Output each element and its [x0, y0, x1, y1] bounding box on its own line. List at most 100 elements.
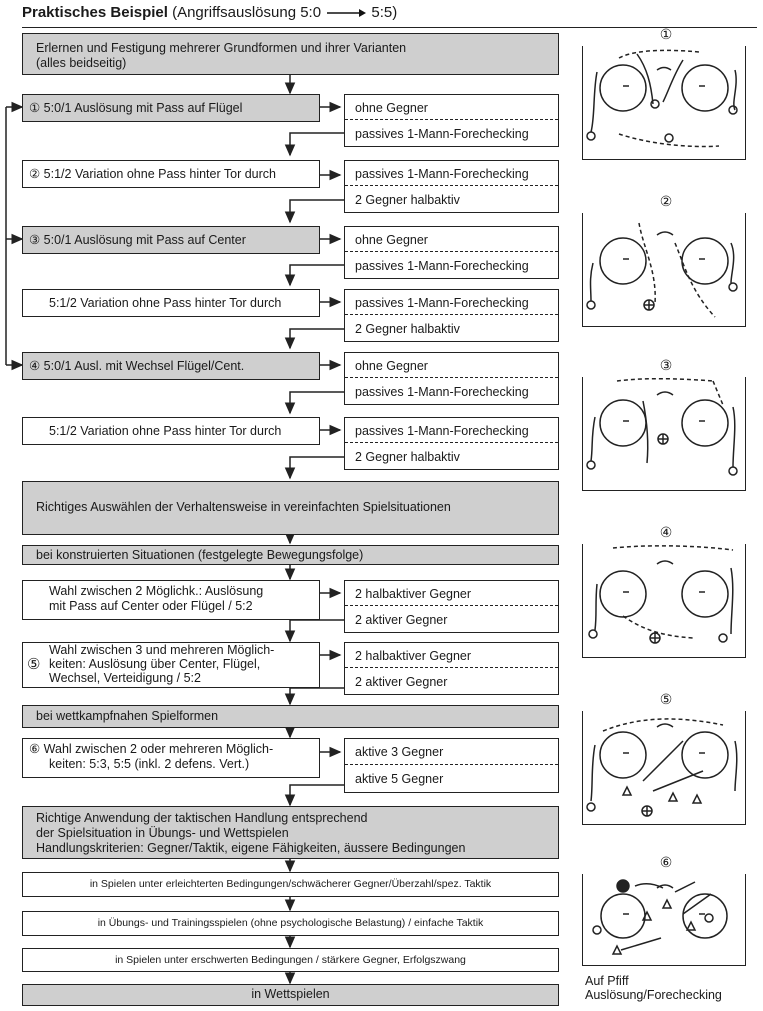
- option-divider: [345, 442, 558, 443]
- option-divider: [345, 119, 558, 120]
- option-label: passives 1-Mann-Forechecking: [355, 296, 529, 310]
- diagram-caption: Auf Pfiff Auslösung/Forechecking: [585, 974, 722, 1002]
- caption-line1: Auf Pfiff: [585, 974, 629, 988]
- section3-line2: der Spielsituation in Übungs- und Wettsp…: [36, 826, 289, 840]
- choice3-line3: Wechsel, Verteidigung / 5:2: [49, 671, 201, 685]
- panel-number: ⑥: [659, 854, 673, 870]
- game-text: in Spielen unter erleichterten Bedingung…: [89, 878, 492, 890]
- option-label: passives 1-Mann-Forechecking: [355, 259, 529, 273]
- step-label: 5:1/2 Variation ohne Pass hinter Tor dur…: [49, 296, 282, 310]
- choice6-options: aktive 3 Gegner aktive 5 Gegner: [344, 738, 559, 793]
- panel-number: ①: [659, 26, 673, 42]
- step-box-3: ③ 5:0/1 Auslösung mit Pass auf Center: [22, 226, 320, 254]
- intro-line2: (alles beidseitig): [36, 56, 127, 70]
- option-label: ohne Gegner: [355, 101, 428, 115]
- title-rule: [22, 27, 757, 28]
- option-label: 2 aktiver Gegner: [355, 675, 448, 689]
- option-divider: [345, 251, 558, 252]
- constructed-box: bei konstruierten Situationen (festgeleg…: [22, 545, 559, 565]
- options-box-1: ohne Gegner passives 1-Mann-Forechecking: [344, 94, 559, 147]
- choice2-line2: mit Pass auf Center oder Flügel / 5:2: [49, 599, 253, 613]
- rink-diagram-4: [582, 544, 746, 658]
- panel-number: ②: [659, 193, 673, 209]
- rink-diagram-1: [582, 46, 746, 160]
- choice3-line1: Wahl zwischen 3 und mehreren Möglich-: [49, 643, 275, 657]
- section3-box: Richtige Anwendung der taktischen Handlu…: [22, 806, 559, 859]
- title-arrow-icon: [327, 9, 367, 18]
- option-label: 2 halbaktiver Gegner: [355, 587, 472, 601]
- title-bold: Praktisches Beispiel: [22, 4, 168, 21]
- choice3-options: 2 halbaktiver Gegner 2 aktiver Gegner: [344, 642, 559, 695]
- competition-box: bei wettkampfnahen Spielformen: [22, 705, 559, 728]
- step-label: 5:1/2 Variation ohne Pass hinter Tor dur…: [49, 424, 282, 438]
- option-label: passives 1-Mann-Forechecking: [355, 385, 529, 399]
- game-row-1: in Spielen unter erleichterten Bedingung…: [22, 872, 559, 897]
- rink-drawing: [592, 879, 728, 955]
- option-divider: [345, 185, 558, 186]
- final-text: in Wettspielen: [251, 987, 330, 1001]
- option-label: 2 aktiver Gegner: [355, 613, 448, 627]
- section2-text: Richtiges Auswählen der Verhaltensweise …: [36, 500, 451, 514]
- rink-drawing: [586, 222, 738, 318]
- panel-number: ③: [659, 357, 673, 373]
- options-box-4: passives 1-Mann-Forechecking 2 Gegner ha…: [344, 289, 559, 342]
- step-box-6: 5:1/2 Variation ohne Pass hinter Tor dur…: [22, 417, 320, 445]
- option-divider: [345, 377, 558, 378]
- option-divider: [345, 667, 558, 668]
- intro-line1: Erlernen und Festigung mehrerer Grundfor…: [36, 41, 407, 55]
- rink-diagram-3: [582, 377, 746, 491]
- choice2-line1: Wahl zwischen 2 Möglichk.: Auslösung: [49, 584, 264, 598]
- choice3-num: ⑤: [27, 656, 41, 673]
- section3-line3: Handlungskriterien: Gegner/Taktik, eigen…: [36, 841, 466, 855]
- panel-number: ④: [659, 524, 673, 540]
- game-text: in Übungs- und Trainingsspielen (ohne ps…: [97, 917, 484, 929]
- option-divider: [345, 764, 558, 765]
- option-label: ohne Gegner: [355, 233, 428, 247]
- caption-line2: Auslösung/Forechecking: [585, 988, 722, 1002]
- step-box-1: ① 5:0/1 Auslösung mit Pass auf Flügel: [22, 94, 320, 122]
- competition-text: bei wettkampfnahen Spielformen: [36, 709, 219, 723]
- game-text: in Spielen unter erschwerten Bedingungen…: [115, 954, 466, 966]
- option-label: passives 1-Mann-Forechecking: [355, 127, 529, 141]
- game-row-2: in Übungs- und Trainingsspielen (ohne ps…: [22, 911, 559, 936]
- choice3-line2: keiten: Auslösung über Center, Flügel,: [49, 657, 261, 671]
- game-row-3: in Spielen unter erschwerten Bedingungen…: [22, 948, 559, 972]
- option-label: aktive 3 Gegner: [355, 745, 444, 759]
- option-label: ohne Gegner: [355, 359, 428, 373]
- choice2-options: 2 halbaktiver Gegner 2 aktiver Gegner: [344, 580, 559, 633]
- constructed-text: bei konstruierten Situationen (festgeleg…: [36, 548, 364, 562]
- section3-line1: Richtige Anwendung der taktischen Handlu…: [36, 811, 368, 825]
- option-label: passives 1-Mann-Forechecking: [355, 424, 529, 438]
- step-label: ④ 5:0/1 Ausl. mit Wechsel Flügel/Cent.: [29, 359, 245, 373]
- choice6-line1: ⑥ Wahl zwischen 2 oder mehreren Möglich-: [29, 742, 274, 756]
- rink-drawing: [588, 545, 734, 644]
- option-divider: [345, 314, 558, 315]
- title-rest-a: (Angriffsauslösung 5:0: [167, 4, 326, 21]
- step-box-2: ② 5:1/2 Variation ohne Pass hinter Tor d…: [22, 160, 320, 188]
- options-box-2: passives 1-Mann-Forechecking 2 Gegner ha…: [344, 160, 559, 213]
- choice2-box: Wahl zwischen 2 Möglichk.: Auslösung mit…: [22, 580, 320, 620]
- rink-diagram-2: [582, 213, 746, 327]
- page-title: Praktisches Beispiel (Angriffsauslösung …: [22, 4, 397, 21]
- panel-number: ⑤: [659, 691, 673, 707]
- section2-box: Richtiges Auswählen der Verhaltensweise …: [22, 481, 559, 535]
- option-label: passives 1-Mann-Forechecking: [355, 167, 529, 181]
- rink-diagram-6: [582, 874, 746, 966]
- final-box: in Wettspielen: [22, 984, 559, 1006]
- step-label: ③ 5:0/1 Auslösung mit Pass auf Center: [29, 233, 246, 247]
- option-label: 2 Gegner halbaktiv: [355, 450, 460, 464]
- options-box-6: passives 1-Mann-Forechecking 2 Gegner ha…: [344, 417, 559, 470]
- rink-diagram-5: [582, 711, 746, 825]
- step-label: ① 5:0/1 Auslösung mit Pass auf Flügel: [29, 101, 243, 115]
- option-label: 2 Gegner halbaktiv: [355, 193, 460, 207]
- step-label: ② 5:1/2 Variation ohne Pass hinter Tor d…: [29, 167, 276, 181]
- step-box-5: ④ 5:0/1 Ausl. mit Wechsel Flügel/Cent.: [22, 352, 320, 380]
- option-divider: [345, 605, 558, 606]
- rink-drawing: [586, 49, 738, 148]
- choice3-box: ⑤ Wahl zwischen 3 und mehreren Möglich- …: [22, 642, 320, 688]
- step-box-4: 5:1/2 Variation ohne Pass hinter Tor dur…: [22, 289, 320, 317]
- choice6-line2: keiten: 5:3, 5:5 (inkl. 2 defens. Vert.): [49, 757, 250, 771]
- options-box-3: ohne Gegner passives 1-Mann-Forechecking: [344, 226, 559, 279]
- rink-drawing: [586, 718, 738, 817]
